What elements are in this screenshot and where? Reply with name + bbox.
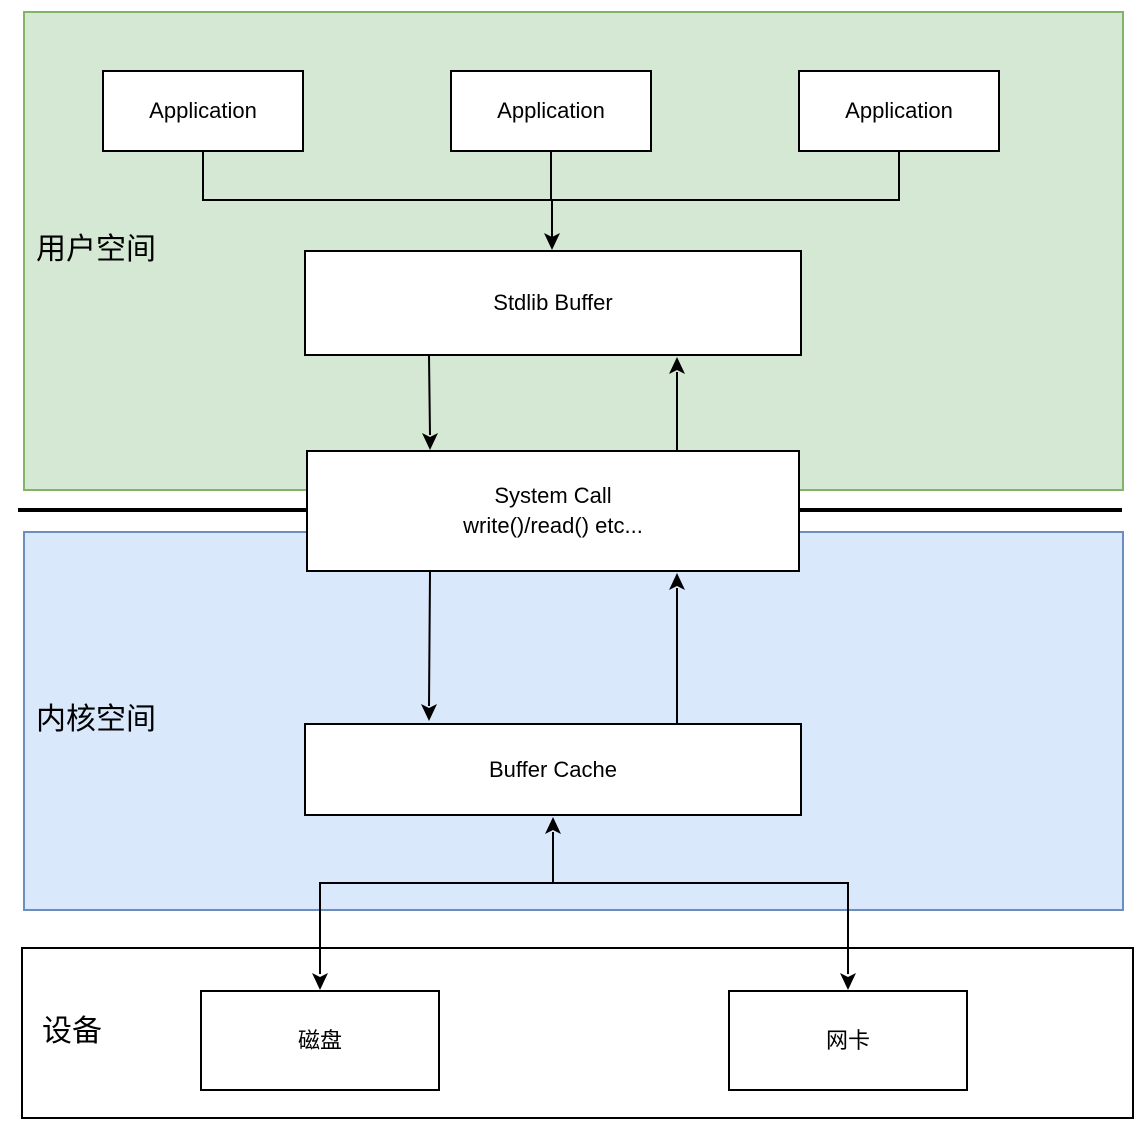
system-call-node: System Call write()/read() etc... (306, 450, 800, 572)
application-node-2: Application (450, 70, 652, 152)
device-label: 设备 (42, 1015, 102, 1048)
application-node-1-label: Application (149, 98, 257, 124)
application-node-2-label: Application (497, 98, 605, 124)
stdlib-buffer-node: Stdlib Buffer (304, 250, 802, 356)
disk-label: 磁盘 (297, 1027, 342, 1053)
nic-node: 网卡 (728, 990, 968, 1091)
stdlib-buffer-label: Stdlib Buffer (493, 290, 613, 316)
buffer-cache-node: Buffer Cache (304, 723, 802, 816)
buffer-cache-label: Buffer Cache (488, 756, 617, 782)
disk-node: 磁盘 (200, 990, 440, 1091)
application-node-3: Application (798, 70, 1000, 152)
kernel-space-region (23, 531, 1124, 911)
kernel-space-label: 内核空间 (36, 703, 156, 736)
system-call-label-line2: write()/read() etc... (463, 513, 643, 538)
application-node-1: Application (102, 70, 304, 152)
user-space-label: 用户空间 (36, 233, 156, 266)
application-node-3-label: Application (845, 98, 953, 124)
system-call-label-line1: System Call (494, 483, 612, 509)
nic-label: 网卡 (825, 1027, 870, 1053)
